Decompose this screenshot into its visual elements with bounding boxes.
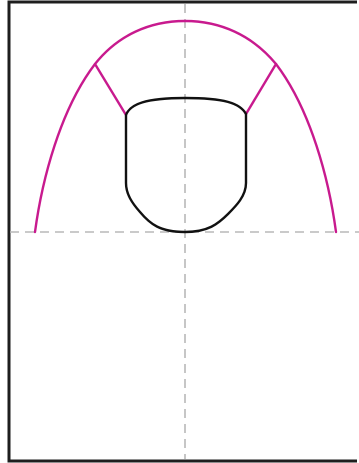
left-connector-line (93, 62, 128, 117)
frame-border (7, 0, 357, 463)
outer-arch (33, 19, 338, 234)
right-connector-line (244, 62, 278, 116)
inner-shape (124, 96, 248, 234)
